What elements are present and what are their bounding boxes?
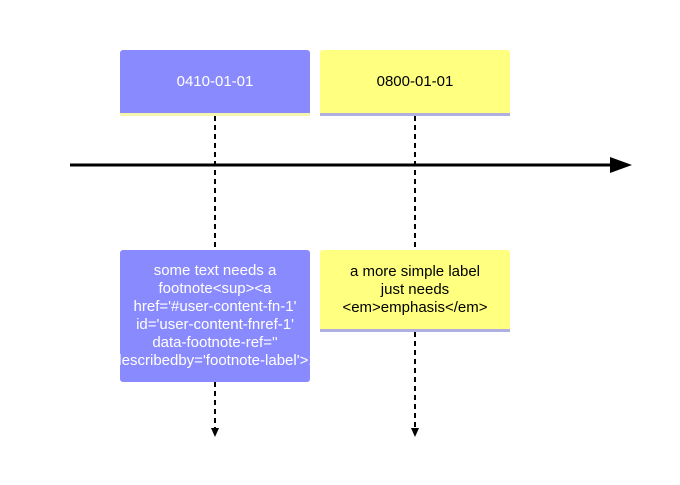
event-1-line-6: aria-describedby='footnote-label'>1</a> bbox=[120, 352, 310, 369]
event-2-line-3: <em>emphasis</em> bbox=[342, 298, 488, 316]
period-box-2: 0800-01-01 bbox=[320, 50, 510, 116]
event-box-2: a more simple label just needs <em>empha… bbox=[320, 250, 510, 332]
event-text-2: a more simple label just needs <em>empha… bbox=[342, 263, 487, 317]
period-box-1: 0410-01-01 bbox=[120, 50, 310, 116]
event-1-line-4: id='user-content-fnref-1' bbox=[136, 316, 294, 333]
event-1-line-2: footnote<sup><a bbox=[158, 280, 272, 297]
period-label-1: 0410-01-01 bbox=[176, 72, 254, 90]
event-box-1: some text needs a footnote<sup><a href='… bbox=[120, 250, 310, 382]
event-2-line-1: a more simple label bbox=[349, 262, 481, 280]
event-1-line-1: some text needs a bbox=[153, 262, 277, 279]
period-label-2: 0800-01-01 bbox=[376, 72, 454, 90]
event-1-line-5: data-footnote-ref='' bbox=[152, 334, 278, 351]
event-text-1: some text needs a footnote<sup><a href='… bbox=[120, 262, 310, 370]
connector-arrowhead-2 bbox=[411, 428, 419, 437]
connector-arrowhead-1 bbox=[211, 428, 219, 437]
axis-arrowhead bbox=[610, 157, 632, 173]
connector-2 bbox=[411, 116, 419, 437]
event-2-line-2: just needs bbox=[380, 280, 450, 298]
event-1-line-3: href='#user-content-fn-1' bbox=[133, 298, 297, 315]
connector-1 bbox=[211, 116, 219, 437]
timeline-axis bbox=[70, 157, 632, 173]
